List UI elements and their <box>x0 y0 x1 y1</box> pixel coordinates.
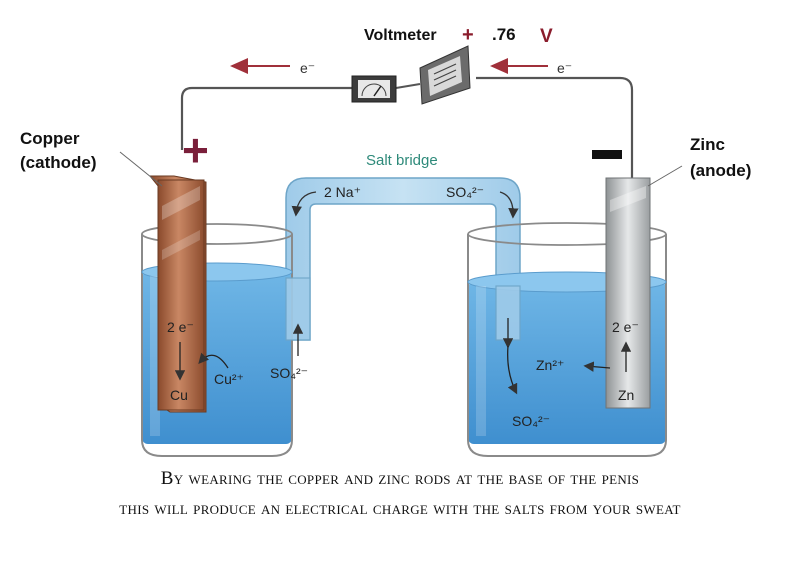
circuit-wire <box>180 76 634 178</box>
cu-metal-label: Cu <box>170 387 188 403</box>
zn-ion-arrow <box>583 361 611 372</box>
voltage-unit: V <box>540 26 553 47</box>
voltmeter <box>351 45 471 105</box>
zinc-pointer-line <box>647 165 683 187</box>
electron-label-right: e⁻ <box>557 60 572 76</box>
sulfate-bridge-label: SO₄²⁻ <box>446 184 484 200</box>
voltmeter-plus-sign: + <box>462 24 474 46</box>
copper-label: Copper <box>20 129 80 148</box>
voltmeter-label: Voltmeter <box>364 27 437 44</box>
electron-label-left: e⁻ <box>300 60 315 76</box>
sodium-ion-label: 2 Na⁺ <box>324 184 361 200</box>
cu-ion-label: Cu²⁺ <box>214 371 244 387</box>
zinc-role-label: (anode) <box>690 161 751 180</box>
left-electrons-label: 2 e⁻ <box>167 319 194 335</box>
copper-role-label: (cathode) <box>20 153 97 172</box>
voltage-value: .76 <box>492 25 516 44</box>
right-sulfate-label: SO₄²⁻ <box>512 413 550 429</box>
right-sulfate-arrow <box>507 345 518 395</box>
caption-line-1: By wearing the copper and zinc rods at t… <box>160 468 640 489</box>
sulfate-flow-arrow <box>499 191 519 219</box>
zinc-label: Zinc <box>690 135 725 154</box>
copper-pointer-line <box>119 151 163 187</box>
zn-metal-label: Zn <box>618 387 634 403</box>
sodium-flow-arrow <box>291 191 317 217</box>
wire-meter-link <box>395 83 421 89</box>
cu-ion-arrow <box>198 352 229 369</box>
zn-ion-label: Zn²⁺ <box>536 357 564 373</box>
copper-rod <box>148 175 207 413</box>
right-electrons-label: 2 e⁻ <box>612 319 639 335</box>
left-sulfate-label: SO₄²⁻ <box>270 365 308 381</box>
anode-sign <box>592 150 622 159</box>
zinc-rod <box>605 177 651 409</box>
salt-bridge-label: Salt bridge <box>366 152 438 169</box>
cathode-sign: + <box>182 124 209 176</box>
caption-line-2: this will produce an electrical charge w… <box>119 498 681 519</box>
